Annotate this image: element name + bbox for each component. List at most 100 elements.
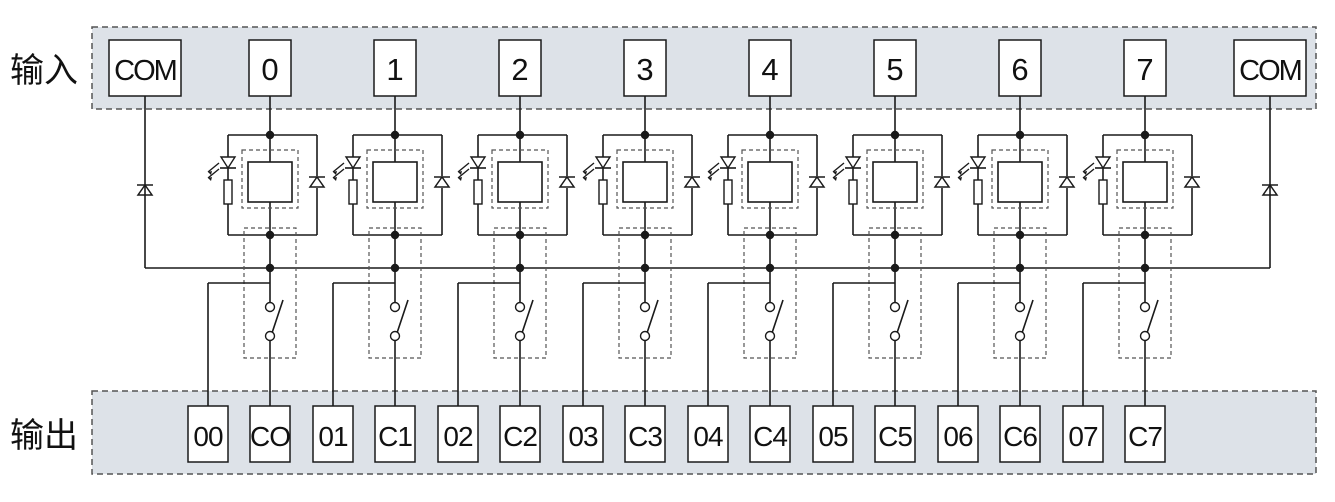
led-arrowhead bbox=[208, 171, 212, 175]
output-terminal-label: 01 bbox=[318, 421, 348, 452]
resistor bbox=[973, 179, 983, 205]
contact-terminal bbox=[1139, 330, 1151, 342]
contact-terminal bbox=[264, 301, 276, 313]
input-terminal-label: 5 bbox=[886, 52, 903, 87]
output-label: 输出 bbox=[10, 416, 78, 456]
resistor bbox=[598, 179, 608, 205]
contact-terminal bbox=[1014, 330, 1026, 342]
input-terminal-box bbox=[373, 39, 417, 97]
output-terminal-label: 02 bbox=[443, 421, 473, 452]
led-arrow bbox=[1082, 162, 1095, 173]
led-arrow bbox=[457, 162, 470, 173]
output-terminal-box bbox=[187, 405, 229, 463]
output-terminal-label: 04 bbox=[693, 421, 723, 452]
input-terminal-label: 3 bbox=[636, 52, 653, 87]
contact-terminal bbox=[764, 330, 776, 342]
input-terminal-box bbox=[623, 39, 667, 97]
flyback-diode bbox=[933, 175, 951, 188]
relay-outline bbox=[741, 149, 799, 209]
relay-coil bbox=[1122, 161, 1168, 203]
switch-blade bbox=[396, 299, 409, 334]
switch-blade bbox=[1021, 299, 1034, 334]
output-terminal-label: C2 bbox=[503, 421, 537, 452]
output-terminal-box bbox=[874, 405, 916, 463]
contact-terminal bbox=[889, 330, 901, 342]
output-terminal-label: C7 bbox=[1128, 421, 1162, 452]
output-terminal-box bbox=[749, 405, 791, 463]
output-terminal-box bbox=[1062, 405, 1104, 463]
output-terminal-box bbox=[562, 405, 604, 463]
input-terminal-label: COM bbox=[1239, 55, 1301, 87]
led-icon bbox=[594, 156, 612, 170]
input-terminal-box bbox=[1123, 39, 1167, 97]
led-arrowhead bbox=[708, 177, 712, 181]
led-arrow bbox=[832, 168, 845, 179]
input-terminal-label: 2 bbox=[511, 52, 528, 87]
led-arrowhead bbox=[833, 171, 837, 175]
led-arrowhead bbox=[333, 171, 337, 175]
input-terminal-box bbox=[873, 39, 917, 97]
relay-outline bbox=[366, 149, 424, 209]
switch-blade bbox=[896, 299, 909, 334]
relay-coil bbox=[497, 161, 543, 203]
relay-outline bbox=[491, 149, 549, 209]
led-arrow bbox=[332, 168, 345, 179]
input-terminal-label: 1 bbox=[386, 52, 403, 87]
output-terminal-label: 07 bbox=[1068, 421, 1098, 452]
output-terminal-box bbox=[1124, 405, 1166, 463]
relay-coil bbox=[747, 161, 793, 203]
output-terminal-label: C4 bbox=[753, 421, 787, 452]
switch-blade bbox=[271, 299, 284, 334]
led-arrowhead bbox=[833, 177, 837, 181]
relay-coil bbox=[997, 161, 1043, 203]
output-terminal-label: C1 bbox=[378, 421, 412, 452]
output-terminal-box bbox=[312, 405, 354, 463]
resistor bbox=[848, 179, 858, 205]
input-terminal-box bbox=[1233, 39, 1307, 97]
input-label: 输入 bbox=[10, 51, 78, 91]
output-terminal-label: C5 bbox=[878, 421, 912, 452]
relay-outline bbox=[616, 149, 674, 209]
output-terminal-box bbox=[999, 405, 1041, 463]
output-terminal-label: 03 bbox=[568, 421, 598, 452]
led-arrow bbox=[582, 168, 595, 179]
contact-terminal bbox=[389, 330, 401, 342]
led-arrowhead bbox=[1083, 177, 1087, 181]
flyback-diode bbox=[308, 175, 326, 188]
relay-outline bbox=[991, 149, 1049, 209]
output-terminal-box bbox=[687, 405, 729, 463]
output-terminal-label: 00 bbox=[193, 421, 223, 452]
led-icon bbox=[844, 156, 862, 170]
flyback-diode bbox=[683, 175, 701, 188]
flyback-diode bbox=[1183, 175, 1201, 188]
led-arrowhead bbox=[208, 177, 212, 181]
input-terminal-label: 4 bbox=[761, 52, 778, 87]
relay-coil bbox=[622, 161, 668, 203]
output-terminal-box bbox=[499, 405, 541, 463]
input-terminal-box bbox=[108, 39, 182, 97]
switch-blade bbox=[771, 299, 784, 334]
led-arrowhead bbox=[458, 177, 462, 181]
contact-terminal bbox=[639, 330, 651, 342]
led-arrowhead bbox=[583, 171, 587, 175]
flyback-diode bbox=[808, 175, 826, 188]
input-terminal-label: 7 bbox=[1136, 52, 1153, 87]
led-arrow bbox=[332, 162, 345, 173]
led-icon bbox=[344, 156, 362, 170]
resistor bbox=[223, 179, 233, 205]
contact-terminal bbox=[514, 301, 526, 313]
led-arrowhead bbox=[458, 171, 462, 175]
led-icon bbox=[1094, 156, 1112, 170]
contact-terminal bbox=[764, 301, 776, 313]
resistor bbox=[1098, 179, 1108, 205]
contact-terminal bbox=[1139, 301, 1151, 313]
led-arrowhead bbox=[708, 171, 712, 175]
input-terminal-box bbox=[998, 39, 1042, 97]
output-terminal-box bbox=[249, 405, 291, 463]
input-terminal-label: 6 bbox=[1011, 52, 1028, 87]
contact-terminal bbox=[514, 330, 526, 342]
led-arrow bbox=[207, 168, 220, 179]
input-terminal-box bbox=[248, 39, 292, 97]
